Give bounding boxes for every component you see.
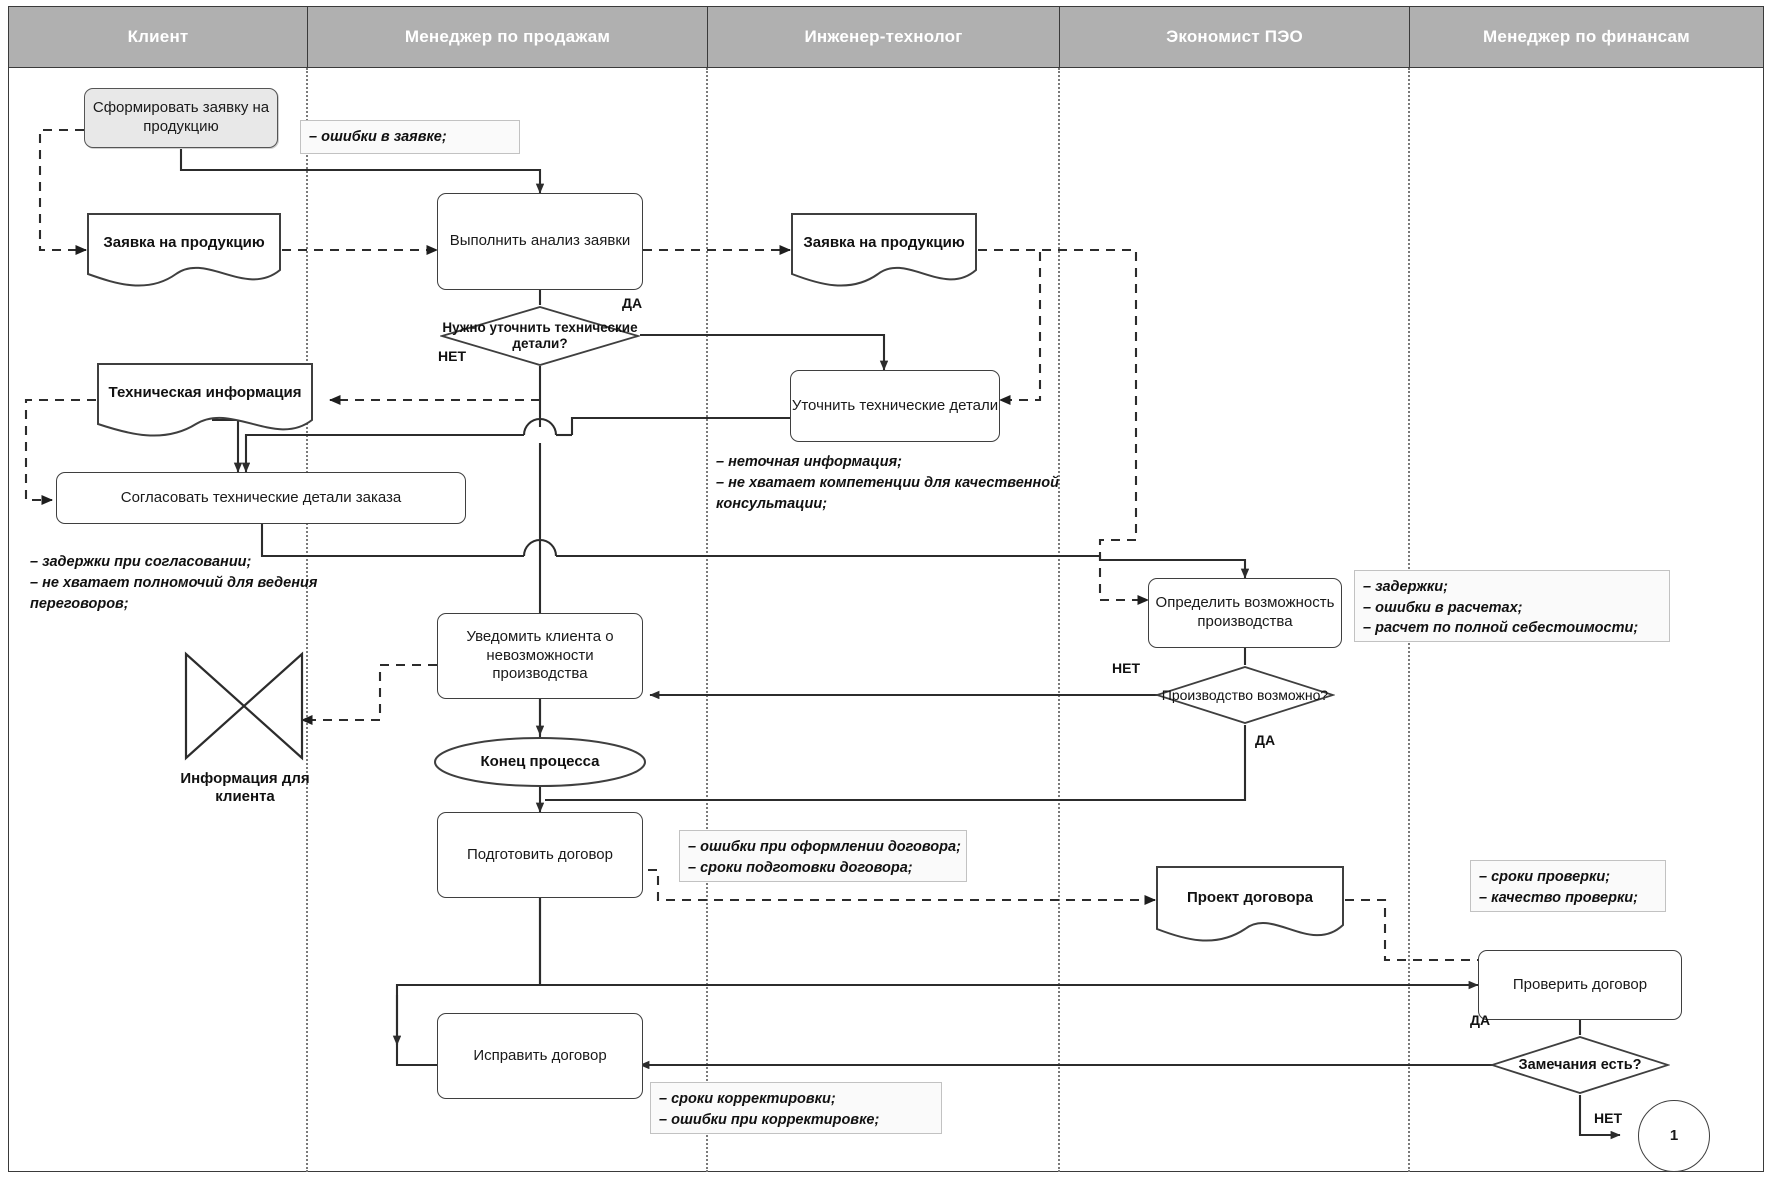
- terminator-ellipse-icon: [434, 737, 646, 787]
- node-notify-client[interactable]: Уведомить клиента о невозможности произв…: [437, 613, 643, 699]
- label-remarks-yes: ДА: [1470, 1012, 1491, 1028]
- node-tech-info-doc-label: Техническая информация: [108, 384, 302, 401]
- document-shape-icon: [791, 213, 977, 287]
- node-production-possible-decision[interactable]: [1154, 665, 1336, 725]
- node-connector-1-label: 1: [1669, 1126, 1679, 1144]
- diamond-icon: [1489, 1036, 1671, 1094]
- document-shape-icon: [87, 213, 281, 287]
- node-fix-contract-label: Исправить договор: [473, 1046, 607, 1064]
- note-agreement-problems: – задержки при согласовании; – не хватае…: [30, 554, 318, 613]
- lane-header-engineer-label: Инженер-технолог: [804, 27, 963, 46]
- label-client-info-caption: Информация для клиента: [180, 770, 310, 806]
- note-check-problems: – сроки проверки; – качество проверки;: [1470, 860, 1666, 912]
- lane-header-engineer: Инженер-технолог: [707, 7, 1059, 67]
- node-analyze-request[interactable]: Выполнить анализ заявки: [437, 193, 643, 290]
- swimlane-header-row: Клиент Менеджер по продажам Инженер-техн…: [8, 6, 1764, 68]
- node-production-possible-label: Производство возможно?: [1161, 686, 1329, 703]
- label-production-possible-no: НЕТ: [1112, 660, 1140, 676]
- document-shape-icon: [1156, 866, 1344, 942]
- lane-header-economist: Экономист ПЭО: [1059, 7, 1409, 67]
- lane-header-sales: Менеджер по продажам: [307, 7, 707, 67]
- lane-header-finance: Менеджер по финансам: [1409, 7, 1763, 67]
- node-client-info-bowtie[interactable]: [182, 650, 306, 762]
- node-prepare-contract-label: Подготовить договор: [466, 845, 613, 863]
- note-correction-problems: – сроки корректировки; – ошибки при корр…: [650, 1082, 942, 1134]
- note-engineer-problems: – неточная информация; – не хватает комп…: [716, 454, 1060, 513]
- node-request-doc-client[interactable]: Заявка на продукцию: [86, 212, 282, 288]
- node-prepare-contract[interactable]: Подготовить договор: [437, 812, 643, 898]
- node-draft-contract-doc-label: Проект договора: [1186, 889, 1314, 906]
- node-notify-client-label: Уведомить клиента о невозможности произв…: [466, 627, 614, 683]
- node-request-doc-engineer[interactable]: Заявка на продукцию: [790, 212, 978, 288]
- node-remarks-exist-decision[interactable]: [1489, 1035, 1671, 1095]
- node-request-doc-engineer-label: Заявка на продукцию: [803, 234, 965, 251]
- diamond-icon: [438, 306, 642, 366]
- note-contract-prep-problems: – ошибки при оформлении договора; – срок…: [679, 830, 967, 882]
- label-remarks-no: НЕТ: [1594, 1110, 1622, 1126]
- node-end-process[interactable]: [432, 735, 648, 789]
- lane-header-client: Клиент: [9, 7, 307, 67]
- lane-divider-1: [306, 68, 308, 1172]
- document-shape-icon: [97, 363, 313, 437]
- label-need-details-yes: ДА: [622, 295, 643, 311]
- lane-header-sales-label: Менеджер по продажам: [404, 27, 611, 46]
- node-agree-details-label: Согласовать технические детали заказа: [120, 488, 402, 506]
- label-production-possible-yes: ДА: [1255, 732, 1276, 748]
- node-connector-1[interactable]: 1: [1638, 1100, 1710, 1172]
- node-clarify-details-label: Уточнить технические детали: [791, 396, 999, 414]
- node-analyze-request-label: Выполнить анализ заявки: [449, 232, 631, 250]
- node-request-doc-client-label: Заявка на продукцию: [103, 234, 265, 251]
- lane-divider-2: [706, 68, 708, 1172]
- lane-header-finance-label: Менеджер по финансам: [1483, 27, 1690, 46]
- node-agree-details[interactable]: Согласовать технические детали заказа: [56, 472, 466, 524]
- lane-divider-3: [1058, 68, 1060, 1172]
- node-determine-feasibility-label: Определить возможность производства: [1155, 594, 1335, 630]
- node-need-details-label: Нужно уточнить технические детали?: [442, 320, 638, 351]
- node-form-request[interactable]: Сформировать заявку на продукцию: [84, 88, 278, 148]
- node-clarify-details[interactable]: Уточнить технические детали: [790, 370, 1000, 442]
- node-form-request-label: Сформировать заявку на продукцию: [92, 99, 270, 135]
- lane-header-economist-label: Экономист ПЭО: [1166, 27, 1303, 46]
- node-end-process-label: Конец процесса: [480, 753, 600, 771]
- label-need-details-no: НЕТ: [438, 348, 466, 364]
- node-check-contract-label: Проверить договор: [1512, 975, 1648, 993]
- bowtie-icon: [184, 651, 304, 761]
- lane-header-client-label: Клиент: [127, 27, 189, 46]
- node-need-details-decision[interactable]: [438, 305, 642, 367]
- note-economist-problems: – задержки; – ошибки в расчетах; – расче…: [1354, 570, 1670, 642]
- node-fix-contract[interactable]: Исправить договор: [437, 1013, 643, 1099]
- node-determine-feasibility[interactable]: Определить возможность производства: [1148, 578, 1342, 648]
- node-remarks-exist-label: Замечания есть?: [1518, 1056, 1642, 1073]
- node-draft-contract-doc[interactable]: Проект договора: [1155, 865, 1345, 945]
- node-check-contract[interactable]: Проверить договор: [1478, 950, 1682, 1020]
- diamond-icon: [1154, 666, 1336, 724]
- note-request-errors: – ошибки в заявке;: [300, 120, 520, 154]
- node-tech-info-doc[interactable]: Техническая информация: [96, 362, 314, 438]
